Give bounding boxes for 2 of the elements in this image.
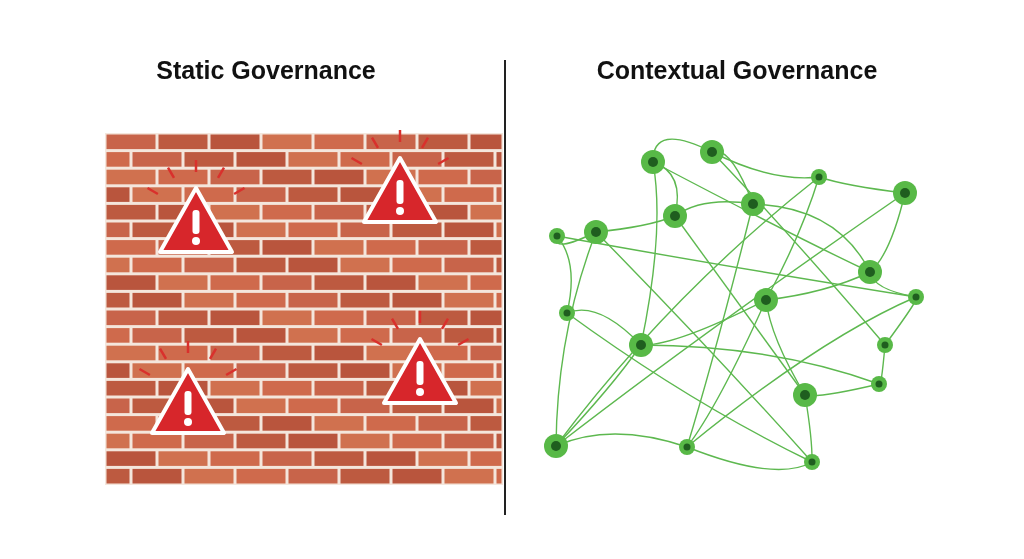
panel-heading: Static Governance [156, 56, 376, 85]
panel-heading: Contextual Governance [596, 56, 878, 85]
